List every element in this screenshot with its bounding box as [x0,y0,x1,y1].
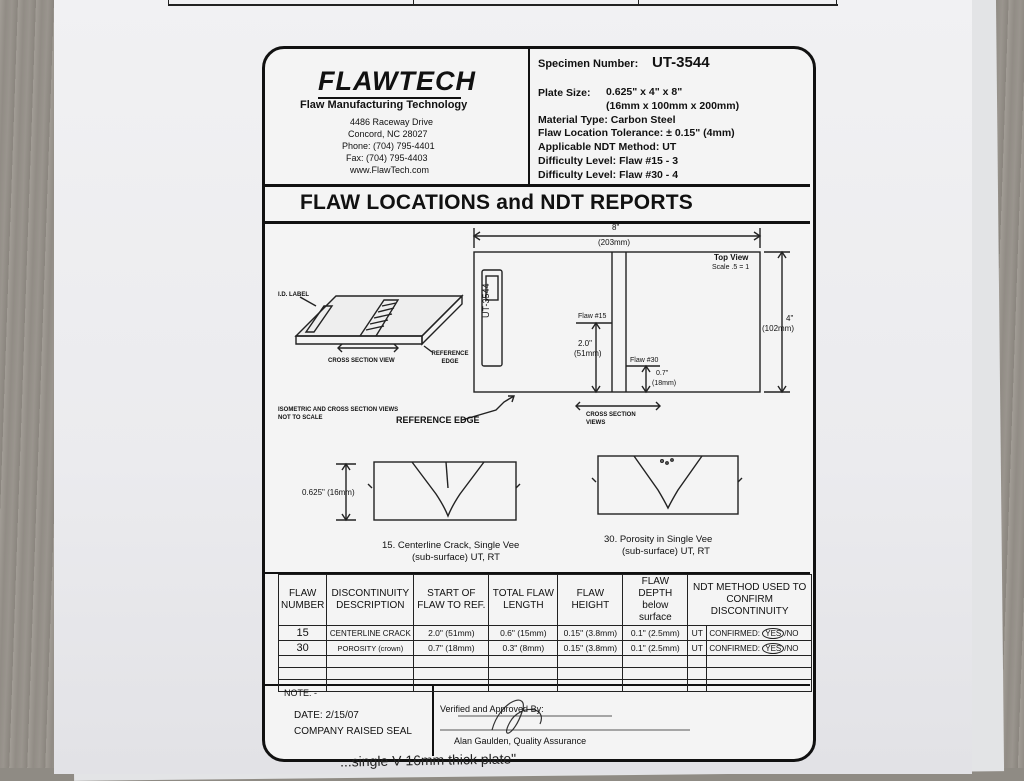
header-ndt-method: NDT METHOD USED TO CONFIRM DISCONTINUITY [687,574,812,626]
row-confirmed-no: NO [786,628,799,638]
table-row: 15 CENTERLINE CRACK 2.0" (51mm) 0.6" (15… [277,625,812,641]
flaw30-distance-in: 0.7" [656,370,669,377]
company-tagline: Flaw Manufacturing Technology [300,99,468,111]
empty-table-row [277,655,812,668]
previous-table-edge [168,0,838,6]
row-height: 0.15" (3.8mm) [557,625,624,641]
row-description: POROSITY (crown) [326,640,415,656]
flaw15-label: Flaw #15 [578,313,607,320]
specimen-number: UT-3544 [652,54,710,71]
note-text: NOTE: - [284,688,317,698]
iso-reference-edge-label: REFERENCE EDGE [431,351,469,365]
row-method: UT [687,625,708,641]
top-cross-section-label: CROSS SECTION VIEWS [586,412,636,426]
row-confirmed-no: NO [786,643,799,653]
difficulty-level-flaw15: Difficulty Level: Flaw #15 - 3 [538,155,679,167]
row-height: 0.15" (3.8mm) [557,640,624,656]
header-divider [264,184,810,187]
isometric-plate-drawing [294,294,464,346]
row-start: 0.7" (18mm) [413,640,490,656]
width-inches: 4" [786,314,794,323]
diagram-divider [264,572,810,574]
not-to-scale-note: ISOMETRIC AND CROSS SECTION VIEWS NOT TO… [278,407,399,421]
header-total-length: TOTAL FLAW LENGTH [488,574,559,626]
table-row: 30 POROSITY (crown) 0.7" (18mm) 0.3" (8m… [277,640,812,656]
flaw30-caption-line1: 30. Porosity in Single Vee [604,534,713,545]
scale-label: Scale .5 = 1 [712,264,750,271]
flaw15-caption-line1: 15. Centerline Crack, Single Vee [382,540,520,551]
row-flaw-number: 30 [277,640,328,656]
row-confirmed-label: CONFIRMED: [709,628,761,638]
top-view-plate-drawing [461,228,790,421]
flaw15-distance-mm: (51mm) [574,349,602,358]
row-confirmed-label: CONFIRMED: [709,643,761,653]
page-caption: ...single V 16mm thick plate" [339,750,517,770]
flaw-location-tolerance: Flaw Location Tolerance: ± 0.15" (4mm) [538,127,735,139]
flaw30-label: Flaw #30 [630,357,659,364]
table-header-row: FLAW NUMBER DISCONTINUITY DESCRIPTION ST… [277,574,812,626]
difficulty-level-flaw30: Difficulty Level: Flaw #30 - 4 [538,169,679,181]
section-title: FLAW LOCATIONS and NDT REPORTS [300,191,693,214]
empty-table-row [277,667,812,680]
flaw15-distance-in: 2.0" [578,339,592,348]
row-depth: 0.1" (2.5mm) [622,625,689,641]
specimen-number-label: Specimen Number: [538,58,639,70]
signature-mark [491,699,542,734]
material-type: Material Type: Carbon Steel [538,114,676,126]
row-start: 2.0" (51mm) [413,625,490,641]
company-website: www.FlawTech.com [350,165,430,175]
title-divider [264,221,810,224]
width-mm: (102mm) [762,324,795,333]
iso-cross-section-label: CROSS SECTION VIEW [328,358,395,364]
flaw30-distance-mm: (18mm) [652,380,677,387]
top-view-label: Top View [714,253,749,262]
flaw15-caption-line2: (sub-surface) UT, RT [412,552,500,563]
row-length: 0.6" (15mm) [488,625,559,641]
row-method: UT [687,640,708,656]
cross-section-flaw15 [336,461,521,522]
header-flaw-depth: FLAW DEPTH below surface [622,574,689,626]
length-inches: 8" [612,223,620,232]
plate-size-value: 0.625" x 4" x 8" [606,86,683,98]
row-flaw-number: 15 [277,625,328,641]
plate-thickness: 0.625" (16mm) [302,488,355,497]
flaw30-caption-line2: (sub-surface) UT, RT [622,546,710,557]
cross-section-flaw30 [591,455,743,515]
reference-edge-label: REFERENCE EDGE [396,415,480,425]
header-flaw-height: FLAW HEIGHT [557,574,624,626]
row-confirmed-yes: YES [762,627,785,639]
flawtech-logo: FLAWTECH [318,66,476,96]
company-phone: Phone: (704) 795-4401 [342,141,435,151]
row-depth: 0.1" (2.5mm) [622,640,689,656]
applicable-ndt-method: Applicable NDT Method: UT [538,141,677,153]
row-description: CENTERLINE CRACK [326,625,415,641]
row-length: 0.3" (8mm) [488,640,559,656]
row-confirmed-yes: YES [762,642,785,654]
flaw-report-table: FLAW NUMBER DISCONTINUITY DESCRIPTION ST… [277,574,812,692]
company-address-line1: 4486 Raceway Drive [350,117,434,127]
quality-assurance-signatory: Alan Gaulden, Quality Assurance [454,736,587,746]
header-start-of-flaw: START OF FLAW TO REF. [413,574,490,626]
company-address-line2: Concord, NC 28027 [348,129,428,139]
plate-size-metric: (16mm x 100mm x 200mm) [606,100,740,112]
id-label-text: I.D. LABEL [278,292,309,298]
company-seal-text: COMPANY RAISED SEAL [294,726,412,737]
verified-by-label: Verified and Approved By: [440,704,544,714]
header-discontinuity: DISCONTINUITY DESCRIPTION [326,574,415,626]
footer-vertical-divider [432,686,434,756]
length-mm: (203mm) [598,238,631,247]
empty-table-row [277,679,812,692]
header-vertical-divider [528,48,530,186]
date-text: DATE: 2/15/07 [294,710,359,721]
company-fax: Fax: (704) 795-4403 [346,153,428,163]
plate-id-label: UT-3544 [481,283,491,318]
logo-underline [318,97,461,99]
iso-cross-section-arrows [337,343,433,353]
header-flaw-number: FLAW NUMBER [277,574,328,626]
plate-size-label: Plate Size: [538,87,591,99]
